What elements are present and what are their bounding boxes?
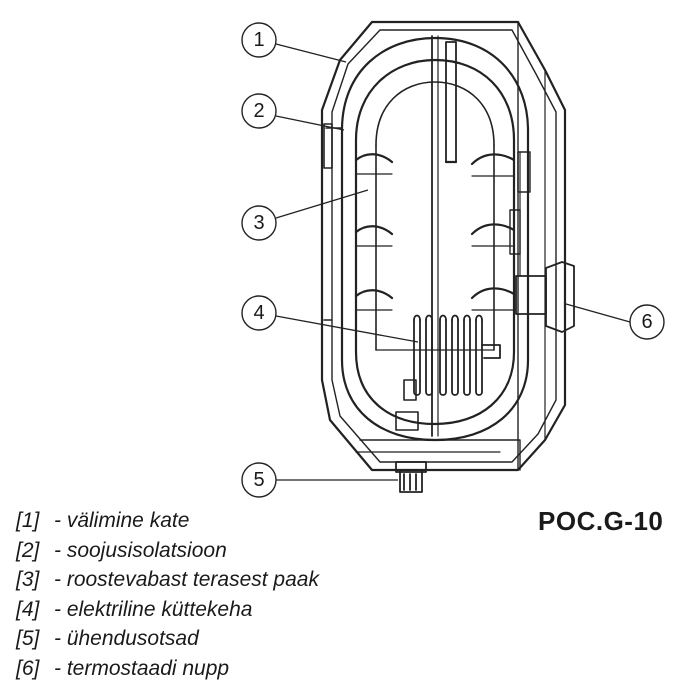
callout-6-number: 6	[641, 311, 652, 333]
water-heater-cross-section-diagram: 1 2 3 4 5 6	[241, 20, 665, 498]
callout-2-circle	[241, 93, 277, 129]
electric-heating-element	[395, 314, 501, 431]
stainless-steel-tank	[354, 35, 516, 437]
legend-list: [1] - välimine kate [2] - soojusisolatsioo…	[16, 506, 319, 683]
legend-item: [1] - välimine kate	[16, 506, 319, 536]
legend-text: - välimine kate	[54, 509, 190, 532]
callout-6-leader	[565, 303, 631, 323]
callout-3-leader	[275, 189, 369, 219]
callout-3-circle	[241, 205, 277, 241]
outer-casing	[320, 20, 567, 472]
legend-item: [2] - soojusisolatsioon	[16, 536, 319, 566]
callout-4-number: 4	[253, 302, 264, 324]
callout-5-circle	[241, 462, 277, 498]
legend-item: [3] - roostevabast terasest paak	[16, 565, 319, 595]
legend-ref: [3]	[16, 568, 40, 591]
legend-text: - soojusisolatsioon	[54, 538, 227, 562]
callout-1-leader	[275, 43, 347, 63]
callout-6-circle	[629, 304, 665, 340]
callout-4-circle	[241, 295, 277, 331]
legend-ref: [6]	[16, 656, 40, 680]
thermal-insulation	[323, 36, 530, 442]
figure-code: POC.G-10	[538, 506, 664, 536]
legend-text: - elektriline küttekeha	[54, 597, 253, 621]
legend-text: - ühendusotsad	[54, 627, 199, 650]
thermostat-knob	[509, 151, 575, 333]
callout-3-number: 3	[253, 212, 264, 234]
legend-item: [5] - ühendusotsad	[16, 624, 319, 654]
callout-2-leader	[275, 115, 345, 131]
legend-item: [4] - elektriline küttekeha	[16, 595, 319, 625]
legend-text: - roostevabast terasest paak	[54, 568, 319, 591]
callout-4-leader	[275, 315, 419, 343]
legend-item: [6] - termostaadi nupp	[16, 654, 319, 684]
legend-ref: [4]	[16, 597, 40, 621]
callout-5-number: 5	[253, 469, 264, 491]
callout-1-circle	[241, 22, 277, 58]
connection-ends	[395, 461, 427, 493]
legend-ref: [2]	[16, 538, 40, 562]
legend-ref: [5]	[16, 627, 40, 650]
legend-ref: [1]	[16, 509, 40, 532]
callout-1-number: 1	[253, 29, 264, 51]
legend-text: - termostaadi nupp	[54, 656, 230, 680]
callout-2-number: 2	[253, 100, 264, 122]
